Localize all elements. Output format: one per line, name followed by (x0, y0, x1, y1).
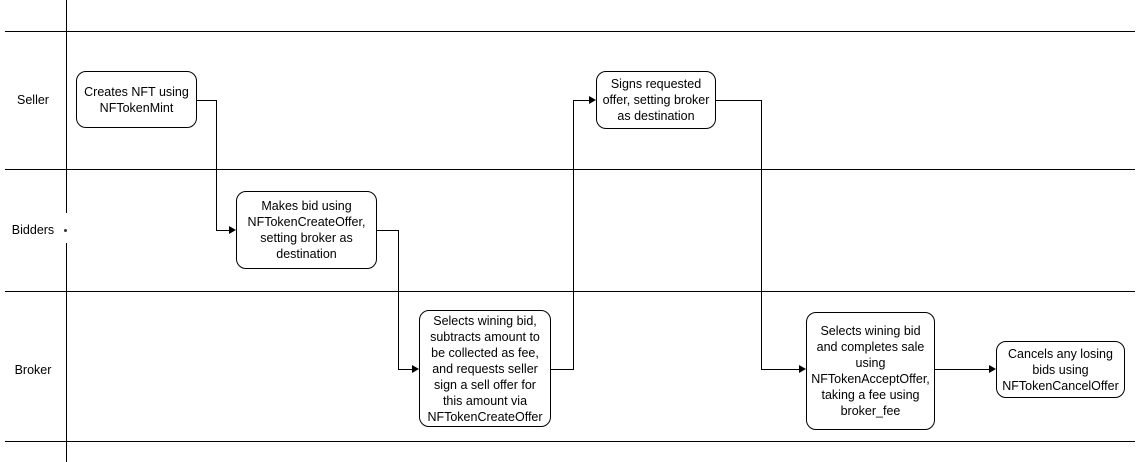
lane-divider-3 (5, 291, 1135, 292)
node-create-nft: Creates NFT using NFTokenMint (76, 71, 197, 128)
lane-label-seller: Seller (17, 93, 49, 107)
lane-divider-4 (5, 441, 1135, 442)
node-complete-sale: Selects wining bid and completes sale us… (806, 312, 935, 430)
lane-label-broker: Broker (14, 363, 52, 377)
arrowhead-icon (799, 365, 806, 373)
node-cancel-bids: Cancels any losing bids using NFTokenCan… (996, 341, 1125, 398)
left-border-dot (64, 229, 67, 232)
lane-divider-1 (5, 31, 1135, 32)
arrowhead-icon (989, 365, 996, 373)
lane-label-bidders: Bidders (11, 223, 55, 237)
arrowhead-icon (229, 226, 236, 234)
node-select-bid: Selects wining bid, subtracts amount to … (419, 310, 551, 427)
left-border-upper (66, 0, 67, 213)
arrowhead-icon (412, 365, 419, 373)
node-sign-offer: Signs requested offer, setting broker as… (596, 71, 716, 129)
left-border-lower (66, 243, 67, 462)
arrowhead-icon (589, 96, 596, 104)
lane-divider-2 (5, 169, 1135, 170)
node-make-bid: Makes bid using NFTokenCreateOffer, sett… (236, 191, 377, 269)
